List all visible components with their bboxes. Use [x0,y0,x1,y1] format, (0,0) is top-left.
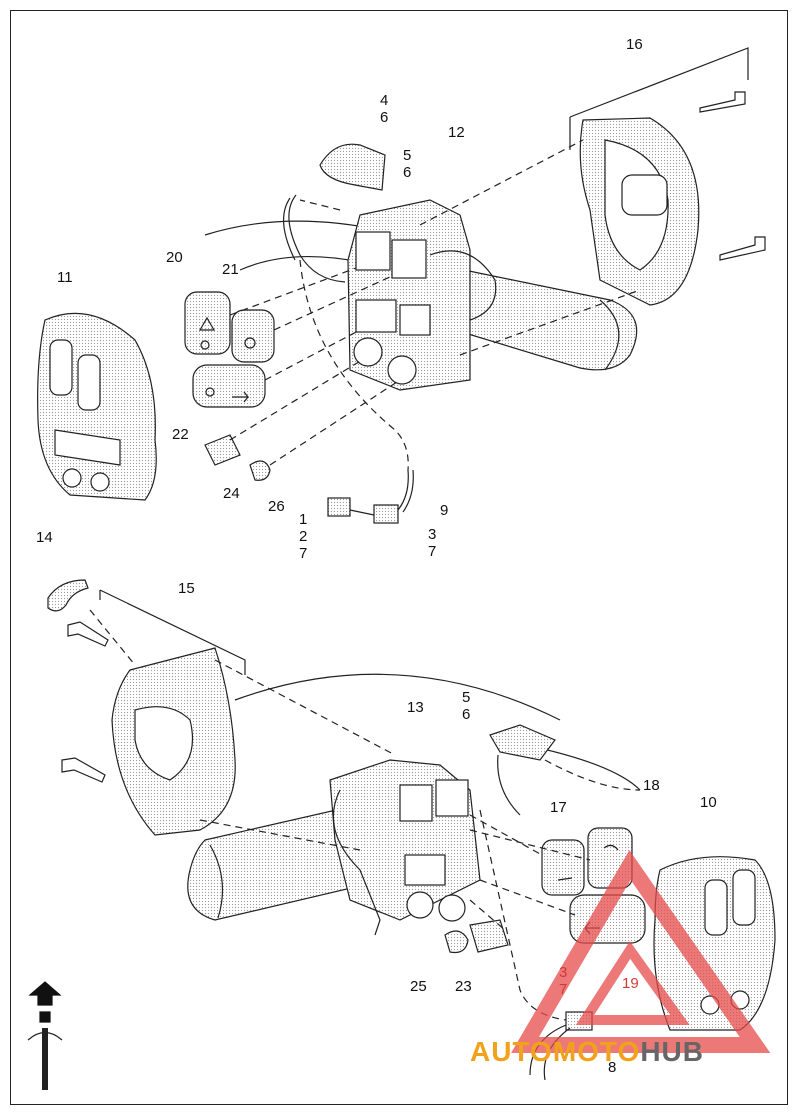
lower-cover-15 [111,647,236,836]
callout-3-lower: 3 [559,964,568,981]
switch-housing-upper [347,199,497,391]
connector-lower-9 [327,469,414,524]
callout-7-b: 7 [428,543,437,560]
screw-lower-1 [67,621,109,647]
rocker-23 [469,919,509,953]
callout-1: 1 [299,511,308,528]
callout-4: 4 [380,92,389,109]
callout-15: 15 [178,580,195,597]
callout-22: 22 [172,426,189,443]
watermark-logo [511,850,771,1053]
clip-14 [47,579,89,612]
upper-cover-right [579,117,700,306]
watermark-part1: AUTOMOTO [470,1036,641,1067]
screw-upper-2 [719,236,766,261]
group-bracket-16 [569,47,749,150]
callout-2: 2 [299,528,308,545]
assembly-dashes-lower [89,609,641,1021]
screw-lower-2 [61,757,106,783]
callout-11: 11 [57,269,73,286]
callout-18: 18 [643,777,660,794]
callout-19: 19 [622,975,639,992]
assembly-dashes-upper [229,139,641,471]
callout-5-upper: 5 [403,147,412,164]
callout-17: 17 [550,799,567,816]
diagram-border [10,10,788,1105]
switch-housing-lower [329,759,481,936]
hazard-button-20 [184,291,231,355]
watermark-part2: HUB [640,1036,704,1067]
callout-12: 12 [448,124,465,141]
callout-6-lower: 6 [462,706,471,723]
switch-cover-11 [37,312,157,501]
cap-26 [249,460,271,481]
callout-14: 14 [36,529,53,546]
screw-upper-1 [699,91,746,113]
cap-25 [444,930,469,954]
callout-5-lower: 5 [462,689,471,706]
callout-6-upper: 6 [380,109,389,126]
rocker-24 [204,434,241,466]
callout-7-c: 7 [559,981,568,998]
callout-24: 24 [223,485,240,502]
horn-button-17 [541,839,585,896]
connector-lower-5-6 [489,724,556,816]
callout-9: 9 [440,502,449,519]
callout-23: 23 [455,978,472,995]
switch-cover-10 [653,856,776,1031]
connector-upper [282,143,386,283]
callout-6-upper-b: 6 [403,164,412,181]
watermark-text: AUTOMOTOHUB [470,1036,704,1068]
front-direction-icon [27,981,63,1090]
callout-7-a: 7 [299,545,308,562]
callout-21: 21 [222,261,239,278]
callout-16: 16 [626,36,643,53]
callout-13: 13 [407,699,424,716]
group-bracket-15 [99,589,246,675]
callout-8: 8 [608,1059,617,1076]
turn-signal-button-22 [192,364,266,408]
callout-25: 25 [410,978,427,995]
callout-3-upper: 3 [428,526,437,543]
callout-20: 20 [166,249,183,266]
callout-10: 10 [700,794,717,811]
start-button-21 [231,309,275,363]
callout-26: 26 [268,498,285,515]
